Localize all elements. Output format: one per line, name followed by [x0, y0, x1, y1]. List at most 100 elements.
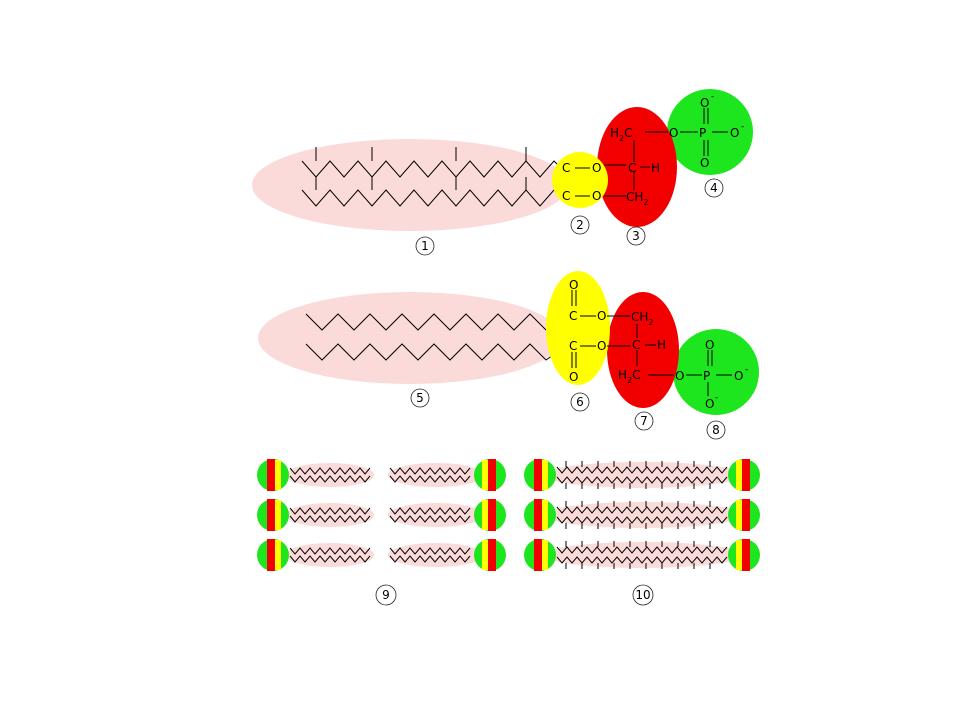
label-6: 6	[570, 392, 590, 412]
svg-text:6: 6	[576, 395, 584, 409]
label-4: 4	[704, 178, 724, 198]
oxygen-atom: O	[700, 96, 709, 110]
tail-region	[543, 542, 743, 568]
svg-text:4: 4	[710, 181, 718, 195]
isoprenoid-chain	[556, 506, 728, 514]
ch2-group: CH2	[626, 190, 649, 207]
isoprenoid-chain-lower	[301, 189, 561, 207]
ester-band	[542, 500, 548, 530]
glycerol-band	[267, 539, 275, 571]
label-5: 5	[410, 388, 430, 408]
phosphate-region	[673, 329, 759, 415]
ester-bilayer-diagram	[257, 459, 506, 571]
negative-charge: -	[745, 365, 748, 375]
oxygen-atom: O	[734, 369, 743, 383]
svg-text:10: 10	[635, 588, 650, 602]
ether-group-top	[552, 152, 608, 208]
acyl-chain	[289, 467, 371, 475]
lipid-head-group	[524, 539, 556, 571]
ester-band	[275, 460, 281, 490]
carbon-atom: C	[562, 161, 570, 175]
negative-charge: -	[711, 92, 714, 102]
hydrogen-atom: H	[651, 161, 660, 175]
lipid-head-group	[257, 499, 289, 531]
phosphorus-atom: P	[699, 126, 706, 140]
label-3: 3	[626, 226, 646, 246]
lipid-head-group	[474, 459, 506, 491]
ester-band	[482, 540, 488, 570]
ether-monolayer-diagram	[524, 459, 760, 571]
acyl-chain	[289, 547, 371, 555]
label-1: 1	[415, 236, 435, 256]
isoprenoid-chain	[556, 476, 728, 484]
negative-charge: -	[715, 393, 718, 403]
tail-region	[286, 503, 374, 527]
lipid-head-group	[524, 499, 556, 531]
acyl-chain	[389, 507, 471, 515]
glycerol-band	[488, 539, 496, 571]
ester-band	[275, 500, 281, 530]
lipid-head-group	[257, 539, 289, 571]
glycerol-group-top	[597, 107, 677, 227]
lipid-head-group	[257, 459, 289, 491]
acyl-chain	[389, 547, 471, 555]
fatty-acid-tail-region	[258, 292, 562, 384]
oxygen-atom: O	[669, 126, 678, 140]
ester-band	[736, 500, 742, 530]
isoprenoid-methyl-branches	[315, 147, 527, 190]
glycerol-band	[267, 459, 275, 491]
ester-linkage-region	[546, 271, 610, 385]
oxygen-atom: O	[592, 161, 601, 175]
glycerol-band	[488, 459, 496, 491]
acyl-chain	[289, 507, 371, 515]
acyl-chain	[389, 475, 471, 483]
ester-band	[542, 460, 548, 490]
ester-band	[736, 540, 742, 570]
ether-lipid-molecule: C O C O H2C C H CH2 O P O - O - O	[252, 89, 753, 231]
negative-charge: -	[741, 122, 744, 132]
phosphate-region	[667, 89, 753, 175]
fatty-acid-chain-upper	[305, 313, 567, 331]
acyl-chain	[289, 515, 371, 523]
svg-text:1: 1	[421, 239, 429, 253]
phosphate-group-middle	[673, 329, 759, 415]
oxygen-atom: O	[700, 156, 709, 170]
oxygen-atom: O	[569, 278, 578, 292]
svg-text:7: 7	[640, 414, 648, 428]
acyl-chain	[389, 515, 471, 523]
glycerol-band	[534, 499, 542, 531]
label-10: 10	[632, 584, 654, 606]
oxygen-atom: O	[592, 189, 601, 203]
label-7: 7	[634, 411, 654, 431]
oxygen-atom: O	[597, 339, 606, 353]
ester-band	[736, 460, 742, 490]
lipid-head-group	[728, 499, 760, 531]
label-8: 8	[706, 420, 726, 440]
oxygen-atom: O	[675, 369, 684, 383]
carbon-atom: C	[632, 338, 640, 352]
svg-text:2: 2	[576, 218, 584, 232]
ester-lipid-molecule: O C O C O O CH2 C H H2C O P O O - O -	[258, 271, 759, 415]
oxygen-atom: O	[730, 126, 739, 140]
acyl-chain	[389, 555, 471, 563]
lipid-head-group	[728, 459, 760, 491]
phosphorus-atom: P	[703, 369, 710, 383]
tail-region	[388, 503, 484, 527]
glycerol-region	[597, 107, 677, 227]
carbon-atom: C	[628, 161, 636, 175]
ester-group-middle	[546, 271, 610, 385]
tail-region	[543, 502, 743, 528]
label-9: 9	[375, 584, 397, 606]
tail-region	[286, 543, 374, 567]
glycerol-band	[267, 499, 275, 531]
ester-band	[482, 500, 488, 530]
glycerol-region	[607, 292, 679, 408]
svg-text:5: 5	[416, 391, 424, 405]
oxygen-atom: O	[597, 309, 606, 323]
acyl-chain	[389, 467, 471, 475]
lipid-head-group	[474, 539, 506, 571]
isoprenoid-chain	[556, 516, 728, 524]
isoprenoid-chain	[556, 466, 728, 474]
isoprenoid-chain	[556, 546, 728, 554]
isoprenoid-chain	[556, 556, 728, 564]
